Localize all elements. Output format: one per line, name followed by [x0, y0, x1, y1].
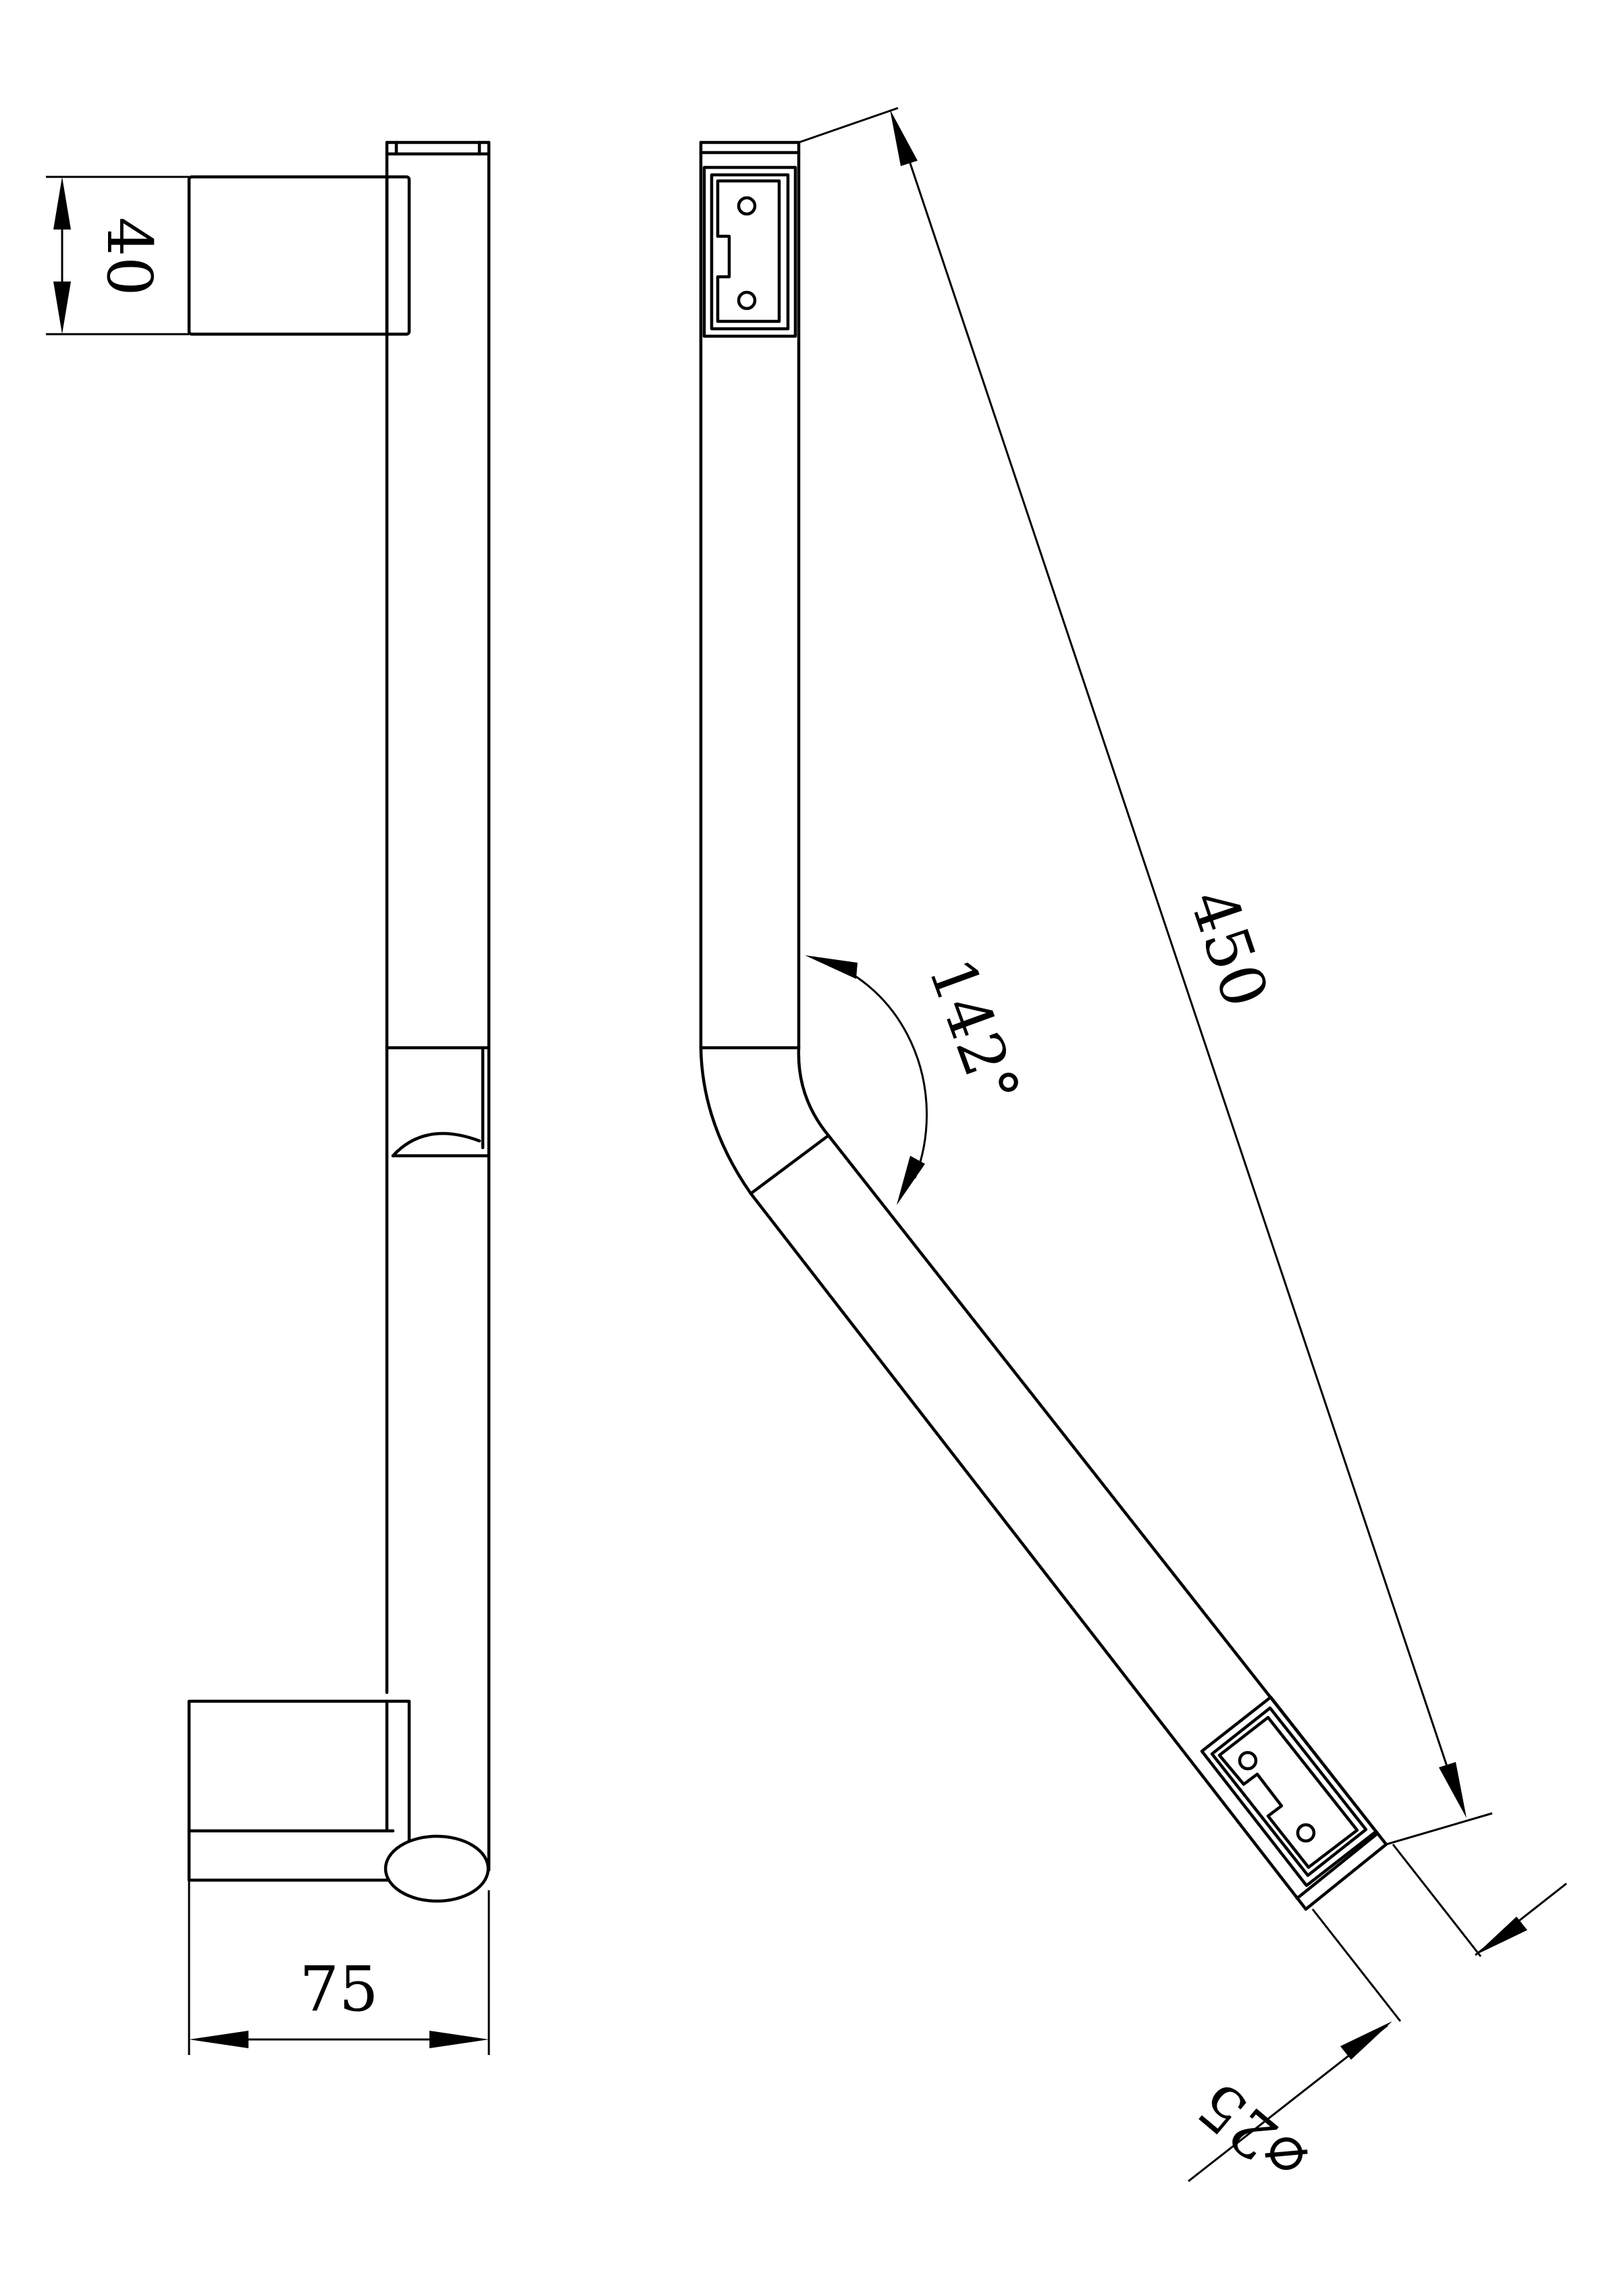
- dim-diameter-label: ⌀25: [1184, 2068, 1320, 2198]
- side-view-bar: [385, 140, 491, 1872]
- dim-length-label: 450: [1176, 881, 1282, 1017]
- dim-angle-label: 142°: [914, 949, 1033, 1115]
- front-view: 450 142° ⌀25: [699, 107, 1567, 2198]
- dim-angle: 142°: [805, 949, 1034, 1205]
- front-view-top-plate: [702, 165, 797, 338]
- dim-height: 40: [46, 176, 189, 336]
- dim-diameter: ⌀25: [1184, 1844, 1567, 2198]
- front-view-lower-segment: [749, 1133, 1388, 1911]
- side-view-top-bracket: [187, 175, 411, 336]
- dim-width-label: 75: [299, 1953, 378, 2025]
- side-view: 40 75: [46, 140, 491, 2055]
- front-view-bend: [699, 1046, 830, 1196]
- side-view-bottom-bracket: [187, 1699, 490, 1903]
- dim-width: 75: [188, 1880, 490, 2055]
- front-view-upper-segment: [699, 140, 801, 1050]
- front-view-bottom-plate: [1200, 1695, 1378, 1888]
- dim-height-label: 40: [93, 217, 165, 296]
- dim-length: 450: [798, 107, 1493, 1846]
